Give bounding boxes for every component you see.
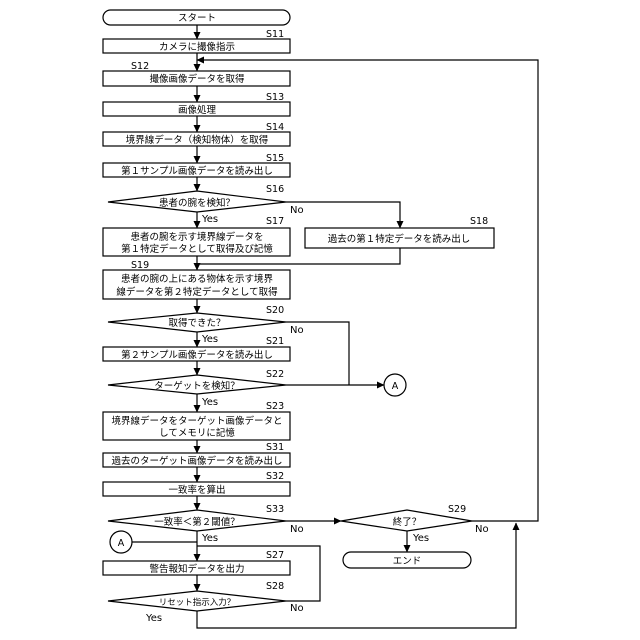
- decision-s33-id: S33: [266, 504, 284, 515]
- decision-s20-no: No: [290, 325, 304, 336]
- step-s21-id: S21: [266, 336, 284, 347]
- decision-s22-id: S22: [266, 369, 284, 380]
- connector-a-out-label: A: [392, 381, 399, 392]
- decision-s33-yes: Yes: [201, 533, 218, 544]
- step-s23-id: S23: [266, 401, 284, 412]
- decision-s29-text: 終了？: [393, 516, 422, 528]
- connector-a-in-label: A: [118, 538, 125, 549]
- decision-s33-no: No: [290, 524, 304, 535]
- connector-a-out: A: [384, 374, 406, 396]
- decision-s33-text: 一致率＜第２閾値？: [154, 516, 240, 528]
- step-s19-line1: 患者の腕の上にある物体を示す境界: [121, 273, 274, 285]
- decision-s28-id: S28: [266, 581, 284, 592]
- step-s11-id: S11: [266, 29, 284, 40]
- decision-s20-yes: Yes: [201, 334, 218, 345]
- decision-s28-yes: Yes: [145, 613, 162, 624]
- decision-s16-text: 患者の腕を検知？: [159, 197, 235, 209]
- start-terminal: スタート: [103, 10, 290, 25]
- step-s12-text: 撮像画像データを取得: [149, 73, 245, 85]
- decision-s22-text: ターゲットを検知？: [154, 380, 240, 392]
- connector-a-in: A: [110, 531, 132, 553]
- decision-s29-id: S29: [448, 504, 466, 515]
- step-s13-id: S13: [266, 92, 284, 103]
- decision-s16-id: S16: [266, 184, 284, 195]
- step-s31-text: 過去のターゲット画像データを読み出し: [111, 455, 282, 467]
- step-s12-id: S12: [131, 61, 149, 72]
- step-s19-id: S19: [131, 260, 149, 271]
- step-s31-id: S31: [266, 442, 284, 453]
- step-s18-id: S18: [470, 216, 488, 227]
- decision-s16-yes: Yes: [201, 214, 218, 225]
- step-s15-text: 第１サンプル画像データを読み出し: [121, 165, 273, 177]
- step-s15-id: S15: [266, 153, 284, 164]
- step-s17-line2: 第１特定データとして取得及び記憶: [121, 243, 273, 255]
- decision-s20-text: 取得できた？: [168, 317, 225, 329]
- decision-s28-no: No: [290, 603, 304, 614]
- decision-s16-no: No: [290, 205, 304, 216]
- decision-s29-no: No: [475, 524, 489, 535]
- decision-s28: リセット指示入力？ S28 Yes No: [108, 581, 304, 624]
- decision-s33: 一致率＜第２閾値？ S33 Yes No: [108, 504, 304, 544]
- step-s14-text: 境界線データ（検知物体）を取得: [126, 134, 269, 146]
- step-s27-text: 警告報知データを出力: [149, 563, 244, 575]
- decision-s22-yes: Yes: [201, 397, 218, 408]
- step-s14-id: S14: [266, 122, 284, 133]
- step-s13-text: 画像処理: [178, 104, 217, 116]
- step-s32-text: 一致率を算出: [168, 484, 225, 496]
- step-s21-text: 第２サンプル画像データを読み出し: [121, 349, 273, 361]
- step-s19-line2: 線データを第２特定データとして取得: [116, 286, 278, 298]
- decision-s29: 終了？ S29 Yes No: [341, 504, 489, 544]
- step-s17-line1: 患者の腕を示す境界線データを: [130, 231, 263, 243]
- step-s17-id: S17: [266, 216, 284, 227]
- start-label: スタート: [178, 13, 216, 24]
- end-terminal: エンド: [343, 552, 471, 568]
- step-s23-line2: してメモリに記憶: [159, 427, 235, 439]
- end-label: エンド: [393, 556, 422, 567]
- step-s23-line1: 境界線データをターゲット画像データと: [111, 415, 282, 427]
- step-s18-text: 過去の第１特定データを読み出し: [328, 233, 471, 245]
- step-s11-text: カメラに撮像指示: [159, 41, 235, 53]
- decision-s28-text: リセット指示入力？: [159, 597, 236, 608]
- step-s32-id: S32: [266, 471, 284, 482]
- step-s27-id: S27: [266, 550, 284, 561]
- decision-s29-yes: Yes: [412, 533, 429, 544]
- decision-s20-id: S20: [266, 305, 284, 316]
